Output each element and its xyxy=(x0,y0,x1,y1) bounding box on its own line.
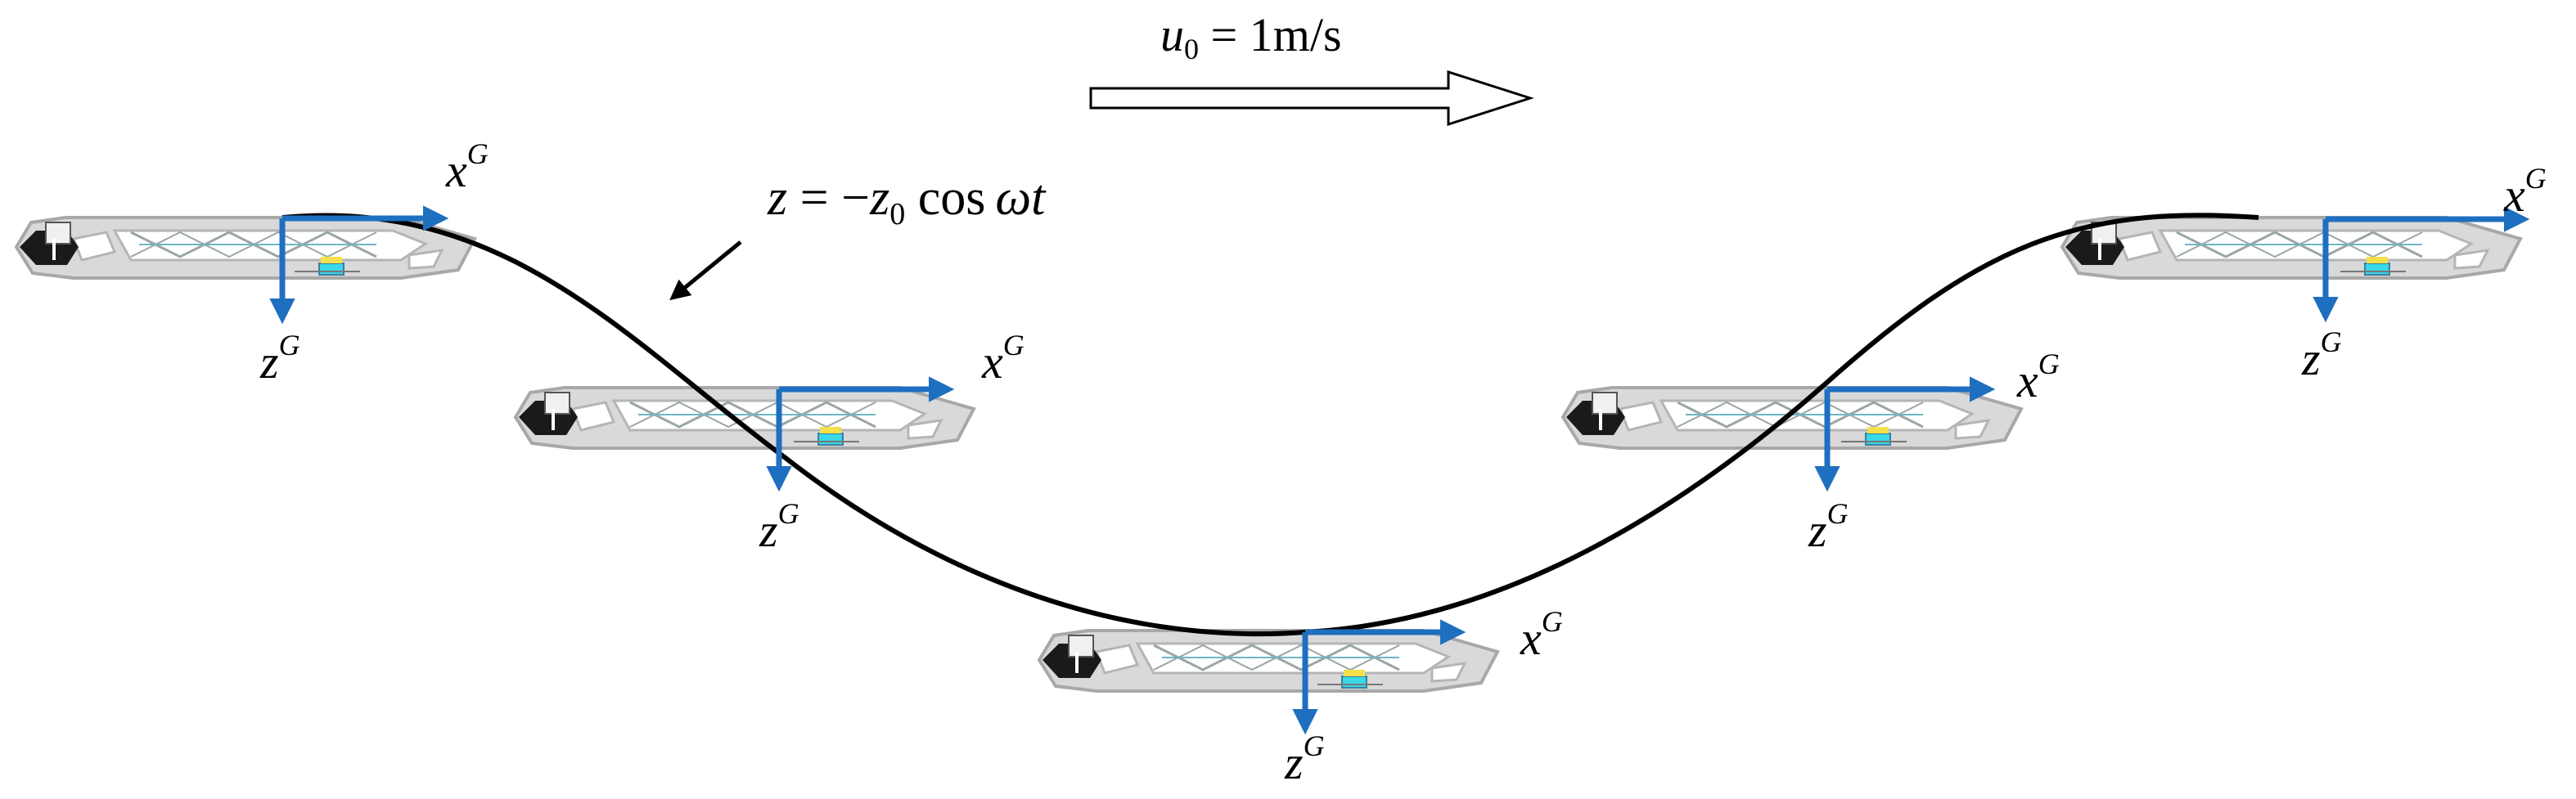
frame-1-labels: xG zG xyxy=(259,137,489,388)
frame-2-labels: xG zG xyxy=(759,329,1025,557)
z-axis-label: zG xyxy=(259,329,300,388)
x-axis-label: xG xyxy=(2503,162,2547,222)
z-axis-label: zG xyxy=(2301,325,2342,385)
vehicle-1 xyxy=(15,216,476,280)
x-axis-label: xG xyxy=(1520,605,1563,665)
z-axis-label: zG xyxy=(1808,497,1849,557)
body-frame-4 xyxy=(1814,376,1996,492)
body-frame-2 xyxy=(766,376,955,492)
trajectory-pointer-arrow xyxy=(669,240,742,301)
frame-4-labels: xG zG xyxy=(1808,348,2060,557)
vehicle-3 xyxy=(1038,629,1499,693)
vehicle-5 xyxy=(2060,216,2522,280)
body-frame-5 xyxy=(2313,206,2530,323)
frame-3-labels: xG zG xyxy=(1284,605,1563,789)
velocity-expression: = 1m/s xyxy=(1199,8,1342,61)
x-axis-label: xG xyxy=(445,137,489,197)
velocity-label: u0 = 1m/s xyxy=(1160,8,1342,65)
vehicle-2 xyxy=(514,386,975,450)
z-axis-label: zG xyxy=(759,497,799,557)
x-axis-label: xG xyxy=(981,329,1025,388)
velocity-subscript: 0 xyxy=(1184,33,1199,65)
frame-5-labels: xG zG xyxy=(2301,162,2547,385)
body-frame-3 xyxy=(1292,619,1466,735)
z-axis-label: zG xyxy=(1284,729,1325,789)
x-axis-label: xG xyxy=(2016,348,2060,407)
velocity-symbol: u xyxy=(1160,8,1184,61)
body-frame-1 xyxy=(269,205,449,325)
velocity-arrow xyxy=(1089,70,1534,127)
vehicle-4 xyxy=(1561,386,2023,450)
